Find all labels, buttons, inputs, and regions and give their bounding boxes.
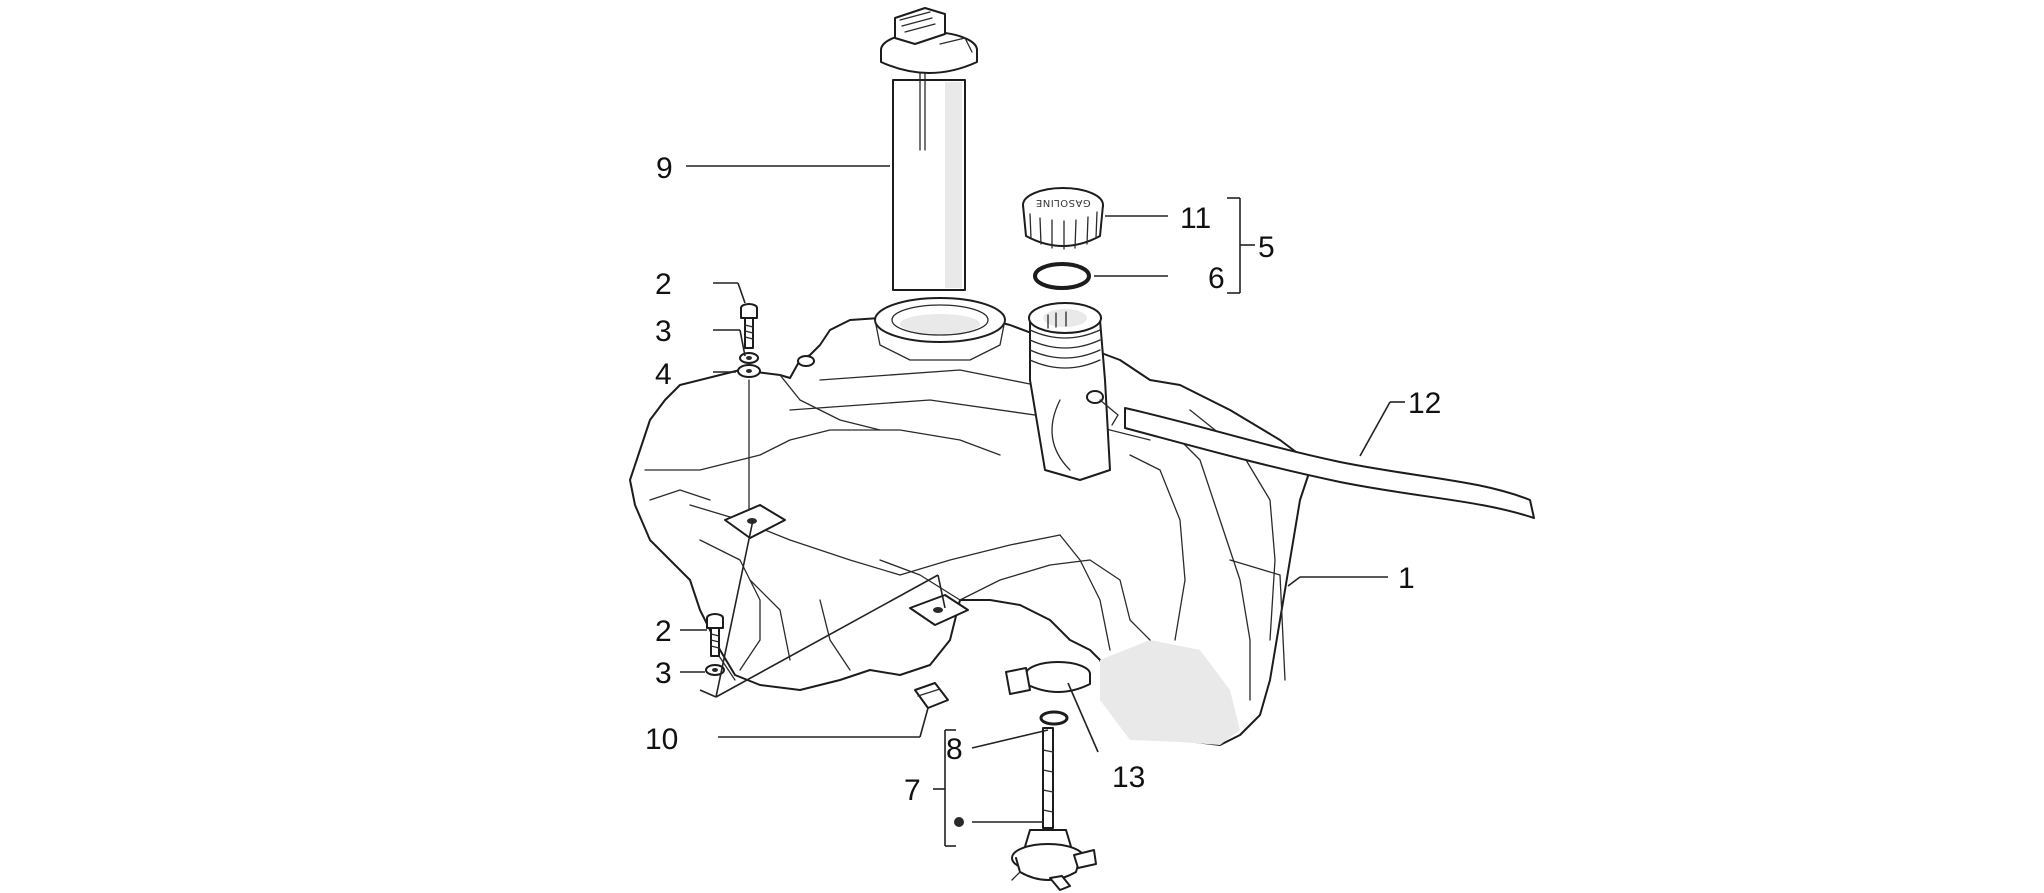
callout-labels: 1 2 3 4 2 3 5 6 7 8 9 10 11 12 13 — [645, 152, 1441, 807]
callout-4: 4 — [655, 358, 672, 391]
callout-8: 8 — [946, 733, 963, 766]
callout-12: 12 — [1408, 387, 1441, 420]
washer-lower — [705, 664, 725, 676]
bolt-lower — [706, 613, 724, 657]
filler-neck — [1028, 302, 1119, 481]
callout-5: 5 — [1258, 231, 1275, 264]
callout-7: 7 — [904, 774, 921, 807]
tap-washer — [1039, 710, 1069, 726]
callout-1: 1 — [1398, 562, 1415, 595]
vent-hose — [1124, 407, 1535, 519]
bolt-upper — [740, 303, 758, 349]
o-ring-seal — [1033, 262, 1091, 290]
callout-6: 6 — [1208, 262, 1225, 295]
callout-10: 10 — [645, 723, 678, 756]
callout-3-upper: 3 — [655, 315, 672, 348]
callout-13: 13 — [1112, 761, 1145, 794]
leader-lines — [680, 165, 1405, 847]
callout-2-lower: 2 — [655, 615, 672, 648]
filler-cap: GASOLINE — [1022, 187, 1104, 250]
hose-clamp — [1005, 661, 1091, 695]
callout-2-upper: 2 — [655, 268, 672, 301]
washer-upper — [737, 352, 761, 378]
callout-9: 9 — [656, 152, 673, 185]
fuel-sender-unit — [880, 7, 978, 291]
fuel-tap — [1011, 727, 1097, 891]
callout-3-lower: 3 — [655, 657, 672, 690]
cap-marking: GASOLINE — [1035, 197, 1090, 208]
clip-nut — [914, 682, 949, 709]
callout-11: 11 — [1180, 202, 1211, 235]
fuel-tank-body — [629, 297, 1311, 746]
